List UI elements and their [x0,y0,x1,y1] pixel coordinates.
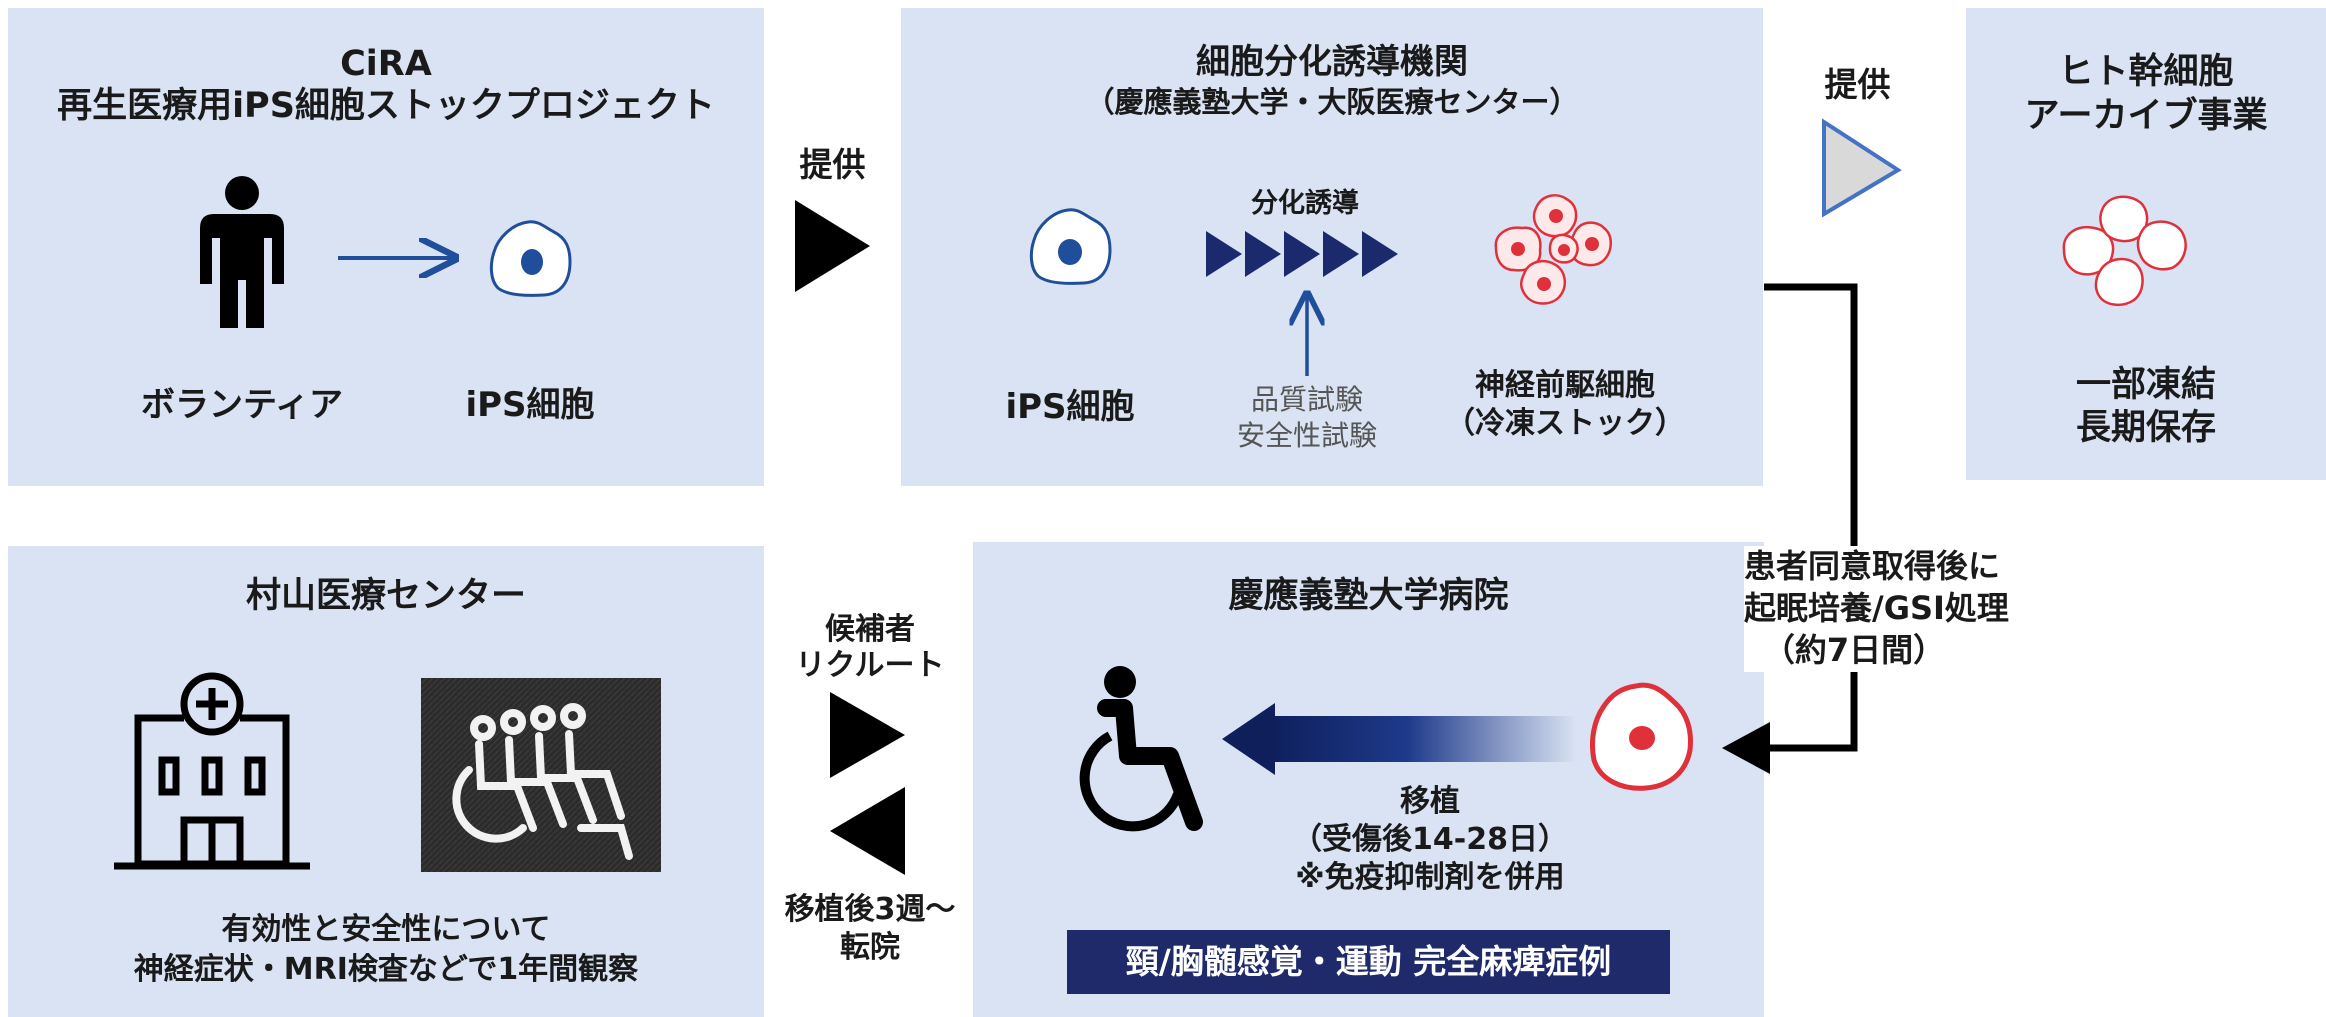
induction-label: 分化誘導 [1251,188,1359,219]
cira-box [8,8,764,486]
provide-label-1: 提供 [799,145,866,184]
archive-note-2: 長期保存 [2075,408,2216,448]
observation-line-1: 有効性と安全性について [221,912,551,947]
hospital-title: 慶應義塾大学病院 [1228,576,1509,616]
differentiation-subtitle: （慶應義塾大学・大阪医療センター） [1085,85,1579,119]
hospital-building-icon [114,672,310,870]
transplant-cell-icon [1590,682,1693,791]
consent-line-3: （約7日間） [1744,630,1964,672]
ips-cell-icon-2 [1029,208,1112,285]
observation-line-2: 神経症状・MRI検査などで1年間観察 [133,952,639,987]
archived-cells-icon [2062,195,2187,307]
transplant-timing: （受傷後14-28日） [1292,822,1568,857]
murayama-title: 村山医療センター [245,576,526,616]
recruit-line-2: リクルート [795,648,945,683]
diff-ips-label: iPS細胞 [1005,387,1135,427]
safety-test-label: 安全性試験 [1236,419,1377,452]
person-icon [200,176,284,328]
npc-sublabel: （冷凍ストック） [1445,406,1685,441]
wheelchair-sign-photo [421,678,661,872]
recruit-line-1: 候補者 [825,612,915,647]
transfer-line-1: 移植後3週～ [784,892,956,927]
differentiation-title: 細胞分化誘導機関 [1196,42,1468,82]
condition-banner: 頸/胸髄感覚・運動 完全麻痺症例 [1067,930,1670,994]
npc-label: 神経前駆細胞 [1475,368,1655,403]
archive-note-1: 一部凍結 [2075,365,2216,405]
neural-progenitor-cells-icon [1494,194,1612,305]
consent-line-2: 起眠培養/GSI処理 [1744,588,2009,630]
ips-cell-icon [489,220,572,297]
archive-title-1: ヒト幹細胞 [2058,52,2234,92]
wheelchair-icon [1079,666,1203,832]
consent-line-1: 患者同意取得後に [1744,546,2000,588]
provide-arrow-2 [1822,118,1902,218]
quality-test-label: 品質試験 [1250,383,1363,416]
transplant-label: 移植 [1400,784,1460,819]
transplant-note: ※免疫抑制剤を併用 [1295,860,1565,895]
archive-title-2: アーカイブ事業 [2024,96,2268,136]
recruit-arrow [830,692,905,778]
npc-to-hospital-line [1762,283,1858,752]
provide-label-2: 提供 [1824,65,1891,104]
transfer-line-2: 転院 [840,930,900,965]
transfer-arrow [830,787,905,875]
cira-ips-label: iPS細胞 [465,385,595,425]
cira-title: CiRA [340,44,432,84]
volunteer-label: ボランティア [141,385,343,425]
cira-subtitle: 再生医療用iPS細胞ストックプロジェクト [57,86,715,126]
provide-arrow-1 [795,200,870,292]
